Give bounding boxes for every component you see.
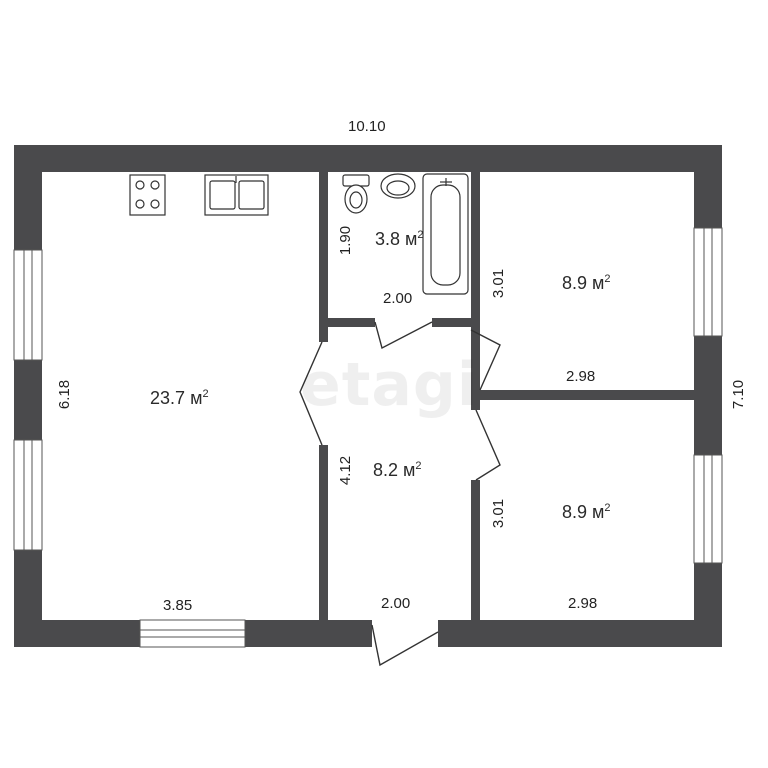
dim-living-height: 6.18 <box>56 379 74 410</box>
wall-hall-bedroom-lower <box>471 480 480 620</box>
wall-living-hall-lower <box>319 445 328 620</box>
outer-wall-right <box>694 145 722 647</box>
door-bedroom-bottom <box>475 409 501 481</box>
dim-bedroom-bottom-height: 3.01 <box>490 498 508 529</box>
toilet-icon <box>342 174 370 214</box>
washbasin-icon <box>380 173 416 199</box>
wall-living-bath-upper <box>319 172 328 342</box>
dim-bedroom-top-height: 3.01 <box>490 268 508 299</box>
room-area-bedroom-top: 8.9 м2 <box>562 273 611 293</box>
overall-width-label: 10.10 <box>348 118 386 135</box>
wall-bath-hall-right <box>432 318 480 327</box>
door-living <box>299 341 323 446</box>
wall-bedrooms-divider <box>471 390 694 400</box>
window-bottom <box>139 619 246 648</box>
door-entrance <box>371 624 439 667</box>
kitchen-sink-icon <box>204 174 269 216</box>
dim-hall-width: 2.00 <box>381 595 411 612</box>
window-left-upper <box>13 249 43 361</box>
doors <box>299 321 501 667</box>
door-bedroom-top <box>470 329 501 391</box>
window-panes <box>23 228 713 638</box>
room-area-hall: 8.2 м2 <box>373 460 422 480</box>
dim-bedroom-top-width: 2.98 <box>566 368 596 385</box>
windows <box>13 227 723 648</box>
window-right-lower <box>693 454 723 564</box>
outer-wall-left <box>14 145 42 647</box>
room-area-bedroom-bottom: 8.9 м2 <box>562 502 611 522</box>
window-left-lower <box>13 439 43 551</box>
interior-walls <box>319 172 694 620</box>
watermark-text: etagi <box>300 350 479 420</box>
dim-living-width: 3.85 <box>163 597 193 614</box>
outer-wall-top <box>14 145 722 172</box>
wall-bath-bedroom <box>471 172 480 322</box>
dim-bath-height: 1.90 <box>337 225 355 256</box>
outer-wall-bottom-right <box>438 620 722 647</box>
wall-hall-bedroom-upper <box>471 322 480 410</box>
stove-icon <box>129 174 166 216</box>
bathtub-icon <box>422 173 469 295</box>
room-area-bathroom: 3.8 м2 <box>375 229 424 249</box>
dim-bath-width: 2.00 <box>383 290 413 307</box>
overall-height-label: 7.10 <box>730 379 748 410</box>
room-area-living: 23.7 м2 <box>150 388 209 408</box>
door-bathroom <box>374 321 433 350</box>
wall-bath-hall <box>319 318 375 327</box>
window-right-upper <box>693 227 723 337</box>
dim-hall-height: 4.12 <box>337 455 355 486</box>
dim-bedroom-bottom-width: 2.98 <box>568 595 598 612</box>
